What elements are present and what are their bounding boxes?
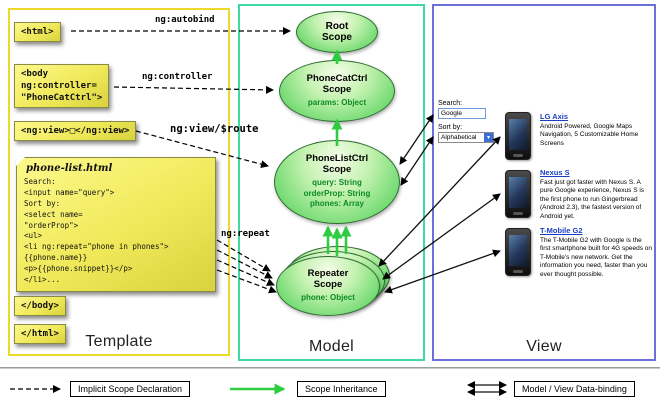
ng-view-tag-note: <ng:view>□</ng:view> [14,121,137,142]
phone-home-button [513,212,523,215]
phone-screen [509,177,527,208]
sort-select[interactable]: Alphabetical ▾ [438,132,494,143]
code-line: <li ng:repeat="phone in phones"> [24,242,169,252]
legend-scope-inheritance: Scope Inheritance [297,381,386,397]
code-line: "orderProp"> [24,220,79,230]
body-close-tag-note: </body> [14,296,66,317]
code-line: <select name= [24,209,83,219]
phone-list-template-note: phone-list.html Search: <input name="que… [16,157,216,292]
phone-home-button [513,154,523,157]
phonelist-scope-ellipse: PhoneListCtrl Scope query: String orderP… [274,140,400,224]
repeater-scope-ellipse: Repeater Scope phone: Object [276,256,380,316]
root-scope-ellipse: Root Scope [296,11,378,53]
phonecat-scope-ellipse: PhoneCatCtrl Scope params: Object [279,60,395,122]
phone-list-item: T-Mobile G2 The T-Mobile G2 with Google … [540,226,652,279]
code-line: <p>{{phone.snippet}}</p> [24,264,133,273]
ng-repeat-label: ng:repeat [221,229,270,239]
ng-controller-label: ng:controller [142,72,213,82]
chevron-down-icon: ▾ [484,133,493,142]
legend-divider [0,367,660,369]
search-label: Search: [438,100,463,107]
sort-select-value: Alphabetical [441,134,477,141]
code-line: Sort by: [24,198,61,208]
sort-by-label: Sort by: [438,124,463,131]
code-line: </li>... [24,274,61,284]
phone-list-item: Nexus S Fast just got faster with Nexus … [540,168,652,221]
phone-name-link[interactable]: Nexus S [540,168,570,177]
phone-screen [509,119,527,150]
phone-list-item: LG Axis Android Powered, Google Maps Nav… [540,112,652,148]
repeater-scope-props: phone: Object [301,292,355,302]
phone-home-button [513,270,523,273]
phone-name-link[interactable]: LG Axis [540,112,569,121]
phone-description: The T-Mobile G2 with Google is the first… [540,237,653,278]
code-line: <input name="query"> [24,187,115,197]
model-panel-label: Model [308,338,355,355]
legend-model-view-data-binding: Model / View Data-binding [514,381,635,397]
phone-list-filename: phone-list.html [26,163,113,174]
ng-view-route-label: ng:view/$route [170,123,259,135]
phonelist-scope-props: query: String orderProp: String phones: … [303,177,371,209]
phone-name-link[interactable]: T-Mobile G2 [540,226,583,235]
repeater-scope-title: Repeater Scope [307,267,349,290]
template-panel-label: Template [85,333,153,350]
phone-thumbnail[interactable] [505,228,531,276]
phone-screen [509,235,527,266]
html-close-tag-note: </html> [14,324,66,345]
phonecat-scope-title: PhoneCatCtrl Scope [306,72,368,95]
code-line: Search: [24,177,56,186]
root-scope-title: Root Scope [321,20,352,44]
html-open-tag-note: <html> [14,22,61,43]
body-controller-note: <body ng:controller= "PhoneCatCtrl"> [14,64,110,109]
phone-thumbnail[interactable] [505,170,531,218]
phone-thumbnail[interactable] [505,112,531,160]
phonelist-scope-title: PhoneListCtrl Scope [305,152,369,175]
phonecat-scope-props: params: Object [307,97,367,107]
search-input[interactable]: Google [438,108,486,119]
ng-autobind-label: ng:autobind [155,15,215,25]
phone-description: Android Powered, Google Maps Navigation,… [540,123,639,147]
code-line: <ul> [24,231,43,241]
phone-description: Fast just got faster with Nexus S. A pur… [540,179,645,220]
code-line: {{phone.name}} [24,253,88,263]
view-panel-label: View [526,338,562,355]
legend-implicit-scope-declaration: Implicit Scope Declaration [70,381,191,397]
